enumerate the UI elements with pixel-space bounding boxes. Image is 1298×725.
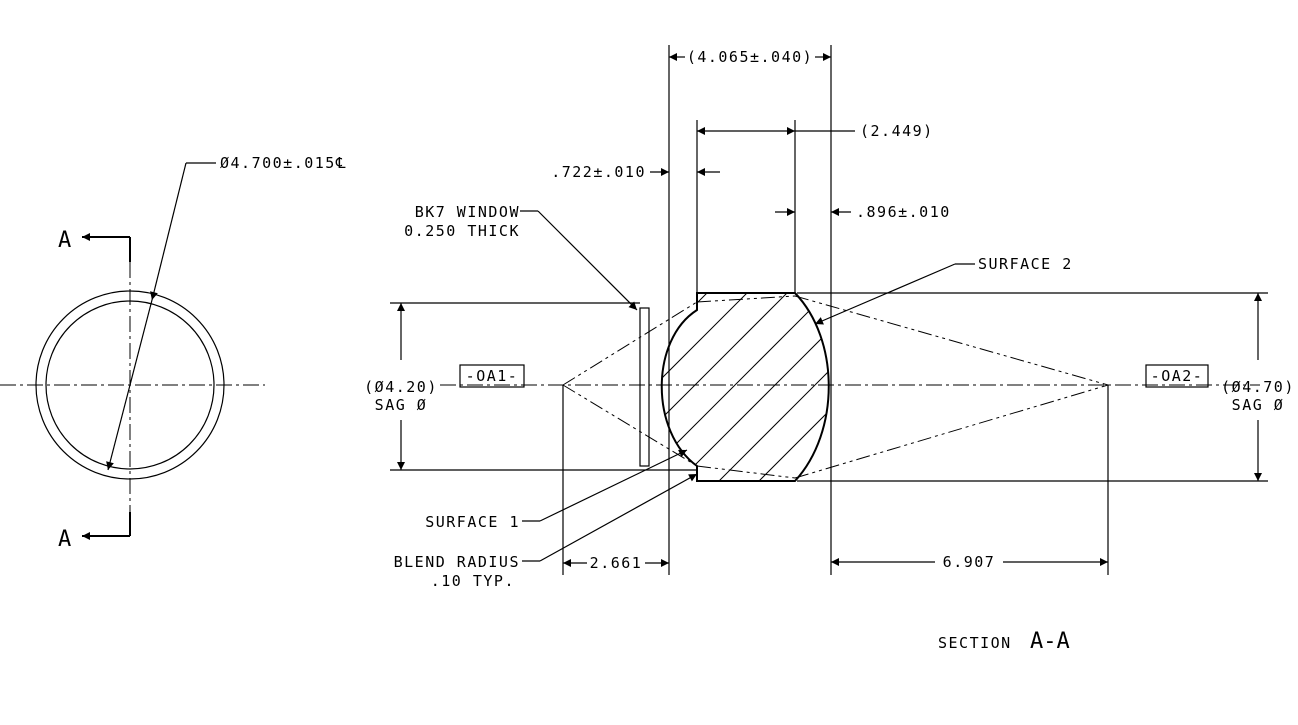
diameter-callout: Ø4.700±.015℄: [220, 154, 347, 172]
section-view: (4.065±.040) (2.449) .722±.010 .896±.010…: [364, 45, 1295, 654]
datum-frame-left: [459, 364, 525, 388]
note-window-1: BK7 WINDOW: [415, 203, 520, 221]
section-title-id: A-A: [1030, 629, 1070, 654]
dim-flat-length: (2.449): [860, 122, 934, 140]
note-surface-2: SURFACE 2: [978, 255, 1073, 273]
note-blend-1: BLEND RADIUS: [394, 553, 520, 571]
lens-outline: [660, 292, 830, 482]
note-surface-1: SURFACE 1: [425, 513, 520, 531]
note-surface1-leader: [539, 449, 688, 522]
ray-left-bottom: [562, 384, 698, 467]
datum-frame-right: [1145, 364, 1209, 388]
dim-right-sag-dia-1: (Ø4.70): [1221, 378, 1295, 396]
note-window-2: 0.250 THICK: [404, 222, 520, 240]
dim-left-sag-dia-1: (Ø4.20): [364, 378, 438, 396]
dim-overall-thickness: (4.065±.040): [687, 48, 813, 66]
datum-right: -OA2-: [1151, 367, 1204, 385]
section-title-prefix: SECTION: [938, 634, 1012, 652]
dim-left-sag-dia-2: SAG Ø: [375, 396, 428, 414]
section-marker-top: A: [58, 228, 71, 253]
note-blend-leader: [539, 473, 698, 562]
dim-right-sag-dia-2: SAG Ø: [1232, 396, 1285, 414]
ray-inner-bottom: [696, 465, 796, 479]
diameter-leader-upper: [150, 162, 187, 301]
bk7-window: [639, 307, 650, 467]
diameter-leader-lower: [106, 299, 153, 471]
ray-left-top: [562, 301, 698, 386]
datum-left: -OA1-: [466, 367, 519, 385]
note-window-leader: [537, 210, 638, 311]
front-view: A A Ø4.700±.015℄: [0, 154, 347, 552]
dim-right-focal: 6.907: [943, 553, 996, 571]
ray-right-top: [794, 295, 1109, 386]
dim-left-focal: 2.661: [590, 554, 643, 572]
dim-surface2-sag: .896±.010: [856, 203, 951, 221]
note-blend-2: .10 TYP.: [431, 572, 515, 590]
section-marker-bottom: A: [58, 527, 71, 552]
note-surface2-leader: [814, 263, 956, 325]
ray-right-bottom: [794, 384, 1109, 479]
dim-surface1-sag: .722±.010: [551, 163, 646, 181]
lens-hatching: [661, 293, 829, 481]
